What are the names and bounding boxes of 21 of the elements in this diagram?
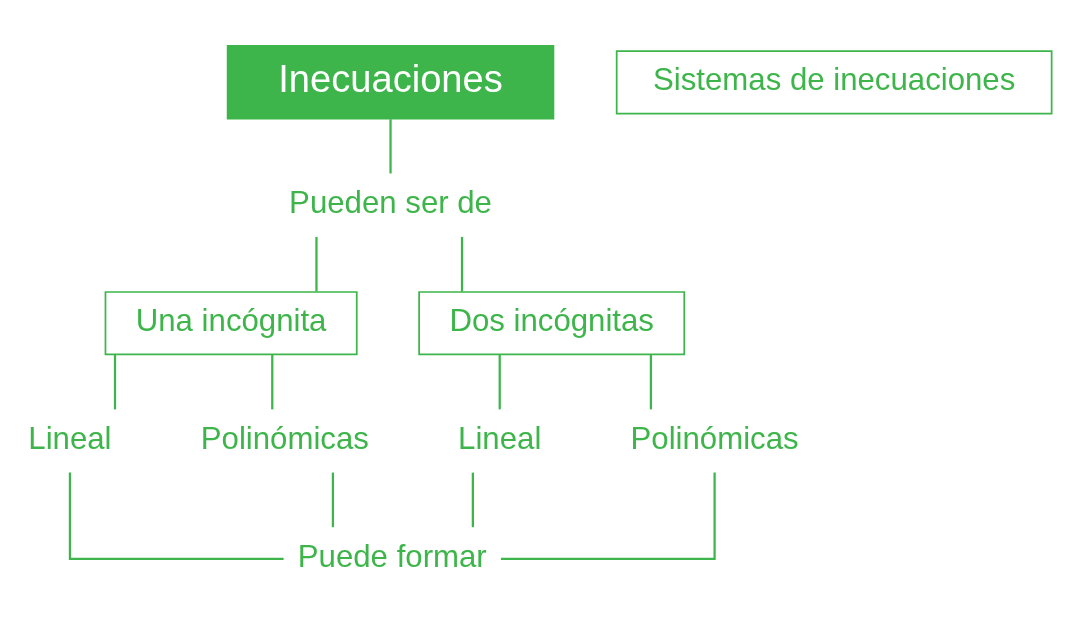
connector [389,118,392,173]
connector [68,472,284,560]
node-text: Polinómicas [200,420,369,456]
node-text: Polinómicas [630,420,799,456]
connector [471,472,474,527]
connector [113,354,117,409]
node-box: Inecuaciones [226,44,555,120]
connector [500,472,716,560]
node-text: Pueden ser de [289,184,492,220]
connector [315,236,318,292]
connector [460,236,464,292]
node-box: Sistemas de inecuaciones [615,49,1053,114]
connector [498,354,501,409]
connector [331,472,335,527]
connector [649,354,653,409]
node-box: Dos incógnitas [418,290,686,355]
node-text: Lineal [458,420,542,456]
node-text: Lineal [28,420,112,456]
connector [271,354,274,409]
node-text: Puede formar [297,538,487,573]
node-box: Una incógnita [104,290,358,355]
